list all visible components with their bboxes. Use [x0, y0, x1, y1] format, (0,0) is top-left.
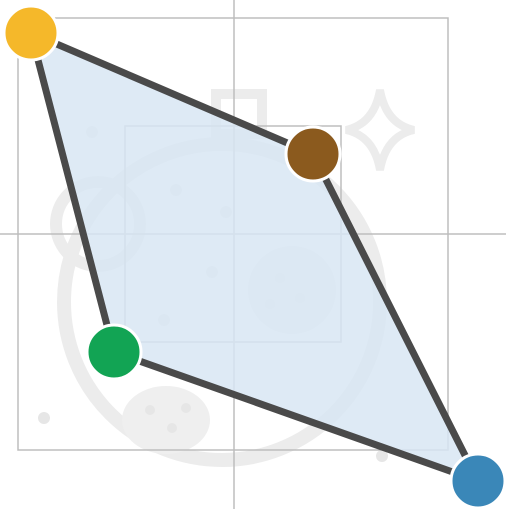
- yellow-vertex-handle[interactable]: [4, 6, 58, 60]
- green-vertex-handle[interactable]: [87, 325, 141, 379]
- brown-vertex-handle[interactable]: [286, 127, 340, 181]
- crater-icon: [122, 386, 210, 454]
- quadrilateral-shape: [31, 33, 478, 481]
- sparkle-star-icon: [346, 90, 414, 170]
- blue-vertex-handle[interactable]: [451, 454, 505, 508]
